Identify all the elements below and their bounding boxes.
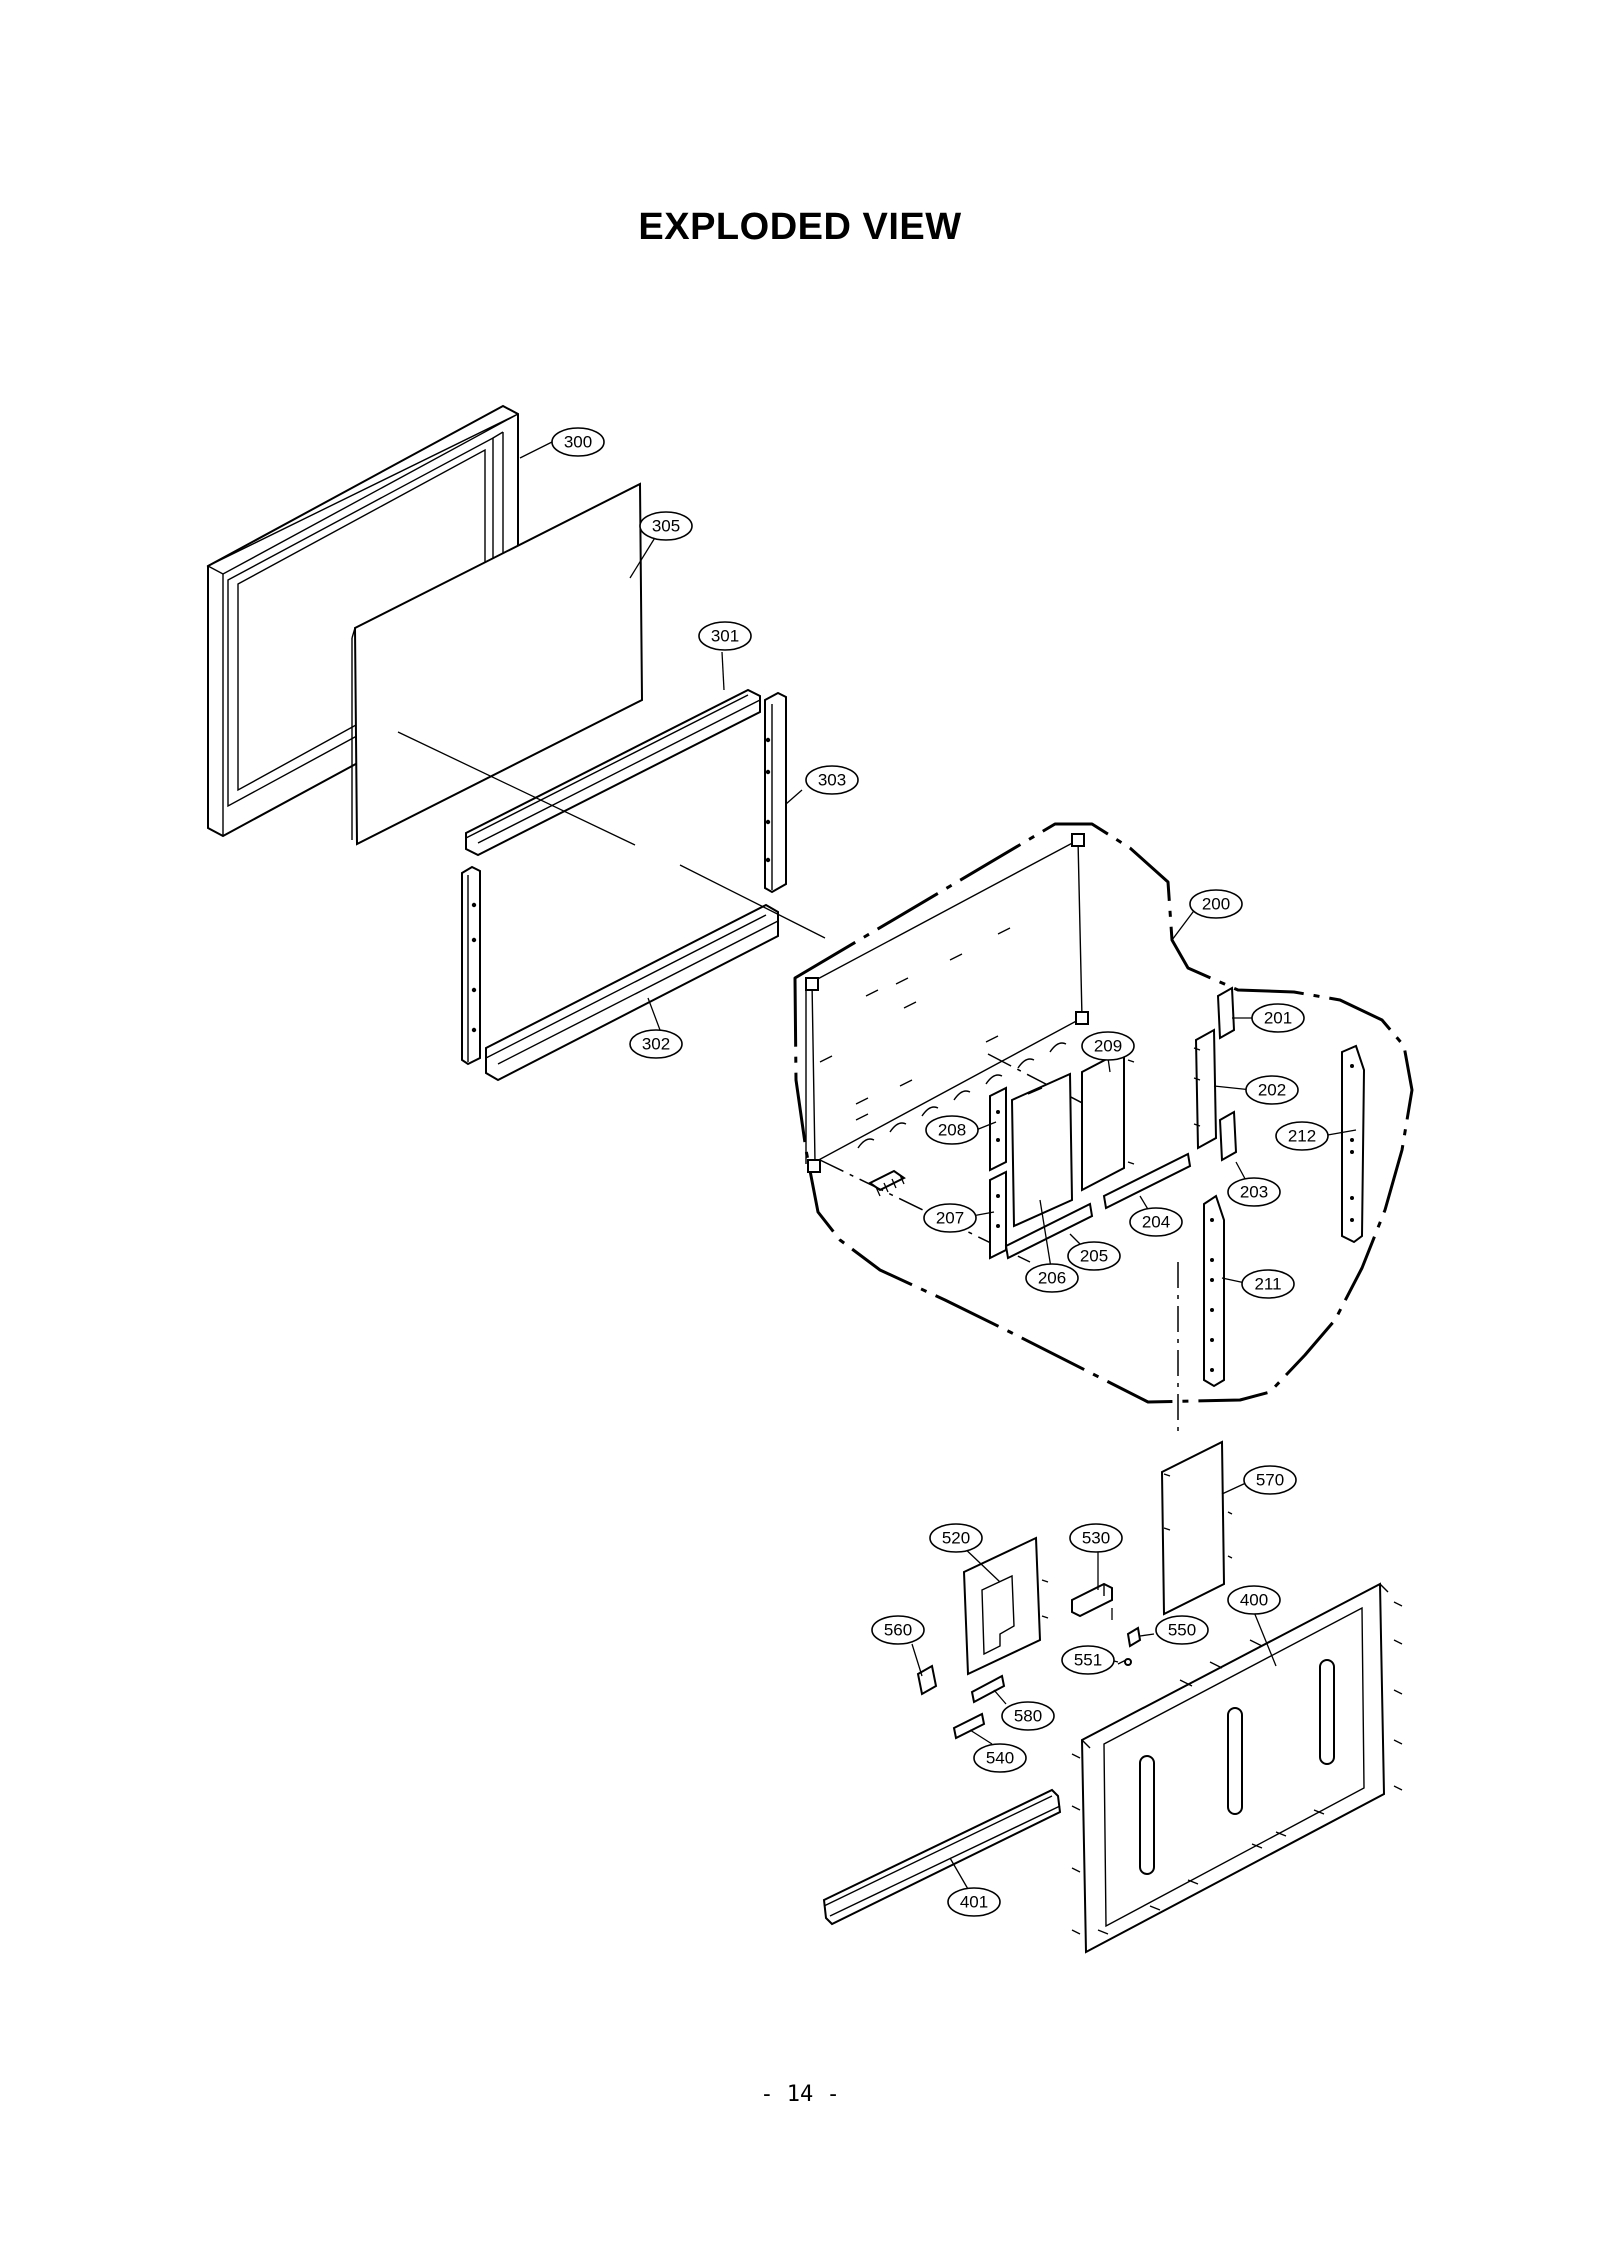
svg-text:201: 201 — [1264, 1009, 1292, 1028]
svg-text:550: 550 — [1168, 1621, 1196, 1640]
callout-400: 400 — [1227, 1585, 1281, 1615]
svg-text:300: 300 — [564, 433, 592, 452]
callout-206: 206 — [1025, 1263, 1079, 1293]
svg-text:560: 560 — [884, 1621, 912, 1640]
callout-560: 560 — [871, 1615, 925, 1645]
bracket-203 — [1218, 1110, 1238, 1162]
svg-text:400: 400 — [1240, 1591, 1268, 1610]
svg-text:212: 212 — [1288, 1127, 1316, 1146]
top-bracket-301 — [465, 688, 761, 857]
callout-305: 305 — [639, 511, 693, 541]
svg-text:204: 204 — [1142, 1213, 1170, 1232]
svg-text:580: 580 — [1014, 1707, 1042, 1726]
board-209 — [1081, 1048, 1135, 1192]
page-title: EXPLODED VIEW — [638, 206, 962, 248]
svg-text:520: 520 — [942, 1529, 970, 1548]
bracket-530 — [1071, 1582, 1113, 1620]
callout-203: 203 — [1227, 1177, 1281, 1207]
callout-205: 205 — [1067, 1241, 1121, 1271]
callout-201: 201 — [1251, 1003, 1305, 1033]
callout-209: 209 — [1081, 1031, 1135, 1061]
board-560 — [916, 1664, 938, 1696]
callout-303: 303 — [805, 765, 859, 795]
callout-401: 401 — [947, 1887, 1001, 1917]
svg-text:208: 208 — [938, 1121, 966, 1140]
callout-302: 302 — [629, 1029, 683, 1059]
callout-580: 580 — [1001, 1701, 1055, 1731]
board-206 — [1010, 1072, 1074, 1228]
svg-text:303: 303 — [818, 771, 846, 790]
part-551 — [1117, 1658, 1132, 1666]
svg-text:302: 302 — [642, 1035, 670, 1054]
board-207 — [989, 1170, 1007, 1260]
bracket-201 — [1216, 986, 1236, 1040]
callout-550: 550 — [1155, 1615, 1209, 1645]
board-520 — [962, 1536, 1049, 1676]
panel-305 — [351, 482, 644, 846]
callout-551: 551 — [1061, 1645, 1115, 1675]
part-550 — [1126, 1626, 1142, 1648]
board-580 — [970, 1674, 1006, 1704]
svg-text:200: 200 — [1202, 895, 1230, 914]
chassis-group-boundary-200 — [793, 822, 1414, 1404]
rail-211 — [1203, 1194, 1225, 1388]
callout-207: 207 — [923, 1203, 977, 1233]
svg-text:205: 205 — [1080, 1247, 1108, 1266]
callout-530: 530 — [1069, 1523, 1123, 1553]
bracket-205 — [1004, 1202, 1094, 1260]
callout-202: 202 — [1245, 1075, 1299, 1105]
svg-text:207: 207 — [936, 1209, 964, 1228]
callout-212: 212 — [1275, 1121, 1329, 1151]
svg-text:209: 209 — [1094, 1037, 1122, 1056]
callout-211: 211 — [1241, 1269, 1295, 1299]
svg-text:202: 202 — [1258, 1081, 1286, 1100]
board-540 — [952, 1712, 986, 1740]
callout-570: 570 — [1243, 1465, 1297, 1495]
callout-200: 200 — [1189, 889, 1243, 919]
rail-212 — [1341, 1044, 1366, 1244]
bottom-bracket-302 — [485, 903, 779, 1082]
connector-block — [868, 1169, 906, 1197]
callout-540: 540 — [973, 1743, 1027, 1773]
svg-text:211: 211 — [1254, 1275, 1281, 1294]
bracket-204 — [1102, 1152, 1192, 1210]
svg-text:305: 305 — [652, 517, 680, 536]
board-570 — [1160, 1440, 1233, 1616]
svg-text:301: 301 — [711, 627, 739, 646]
assembly-axis-line-2 — [679, 864, 826, 939]
board-208 — [989, 1086, 1007, 1172]
side-bracket-303 — [764, 691, 787, 894]
callout-208: 208 — [925, 1115, 979, 1145]
rear-cover-400 — [1071, 1582, 1403, 1954]
svg-text:570: 570 — [1256, 1471, 1284, 1490]
assembly-axis-line — [397, 731, 636, 846]
chassis-axis-line — [987, 1053, 1093, 1109]
svg-text:203: 203 — [1240, 1183, 1268, 1202]
svg-text:401: 401 — [960, 1893, 988, 1912]
svg-text:206: 206 — [1038, 1269, 1066, 1288]
svg-text:530: 530 — [1082, 1529, 1110, 1548]
callout-301: 301 — [698, 621, 752, 651]
bracket-202 — [1193, 1028, 1218, 1150]
left-bracket — [461, 865, 481, 1066]
callout-300: 300 — [551, 427, 605, 457]
page-number: - 14 - — [760, 2082, 840, 2107]
chassis-frame — [805, 833, 1089, 1197]
svg-text:540: 540 — [986, 1749, 1014, 1768]
bottom-bracket-401 — [822, 1788, 1062, 1926]
svg-text:551: 551 — [1074, 1651, 1102, 1670]
callout-204: 204 — [1129, 1207, 1183, 1237]
callout-520: 520 — [929, 1523, 983, 1553]
